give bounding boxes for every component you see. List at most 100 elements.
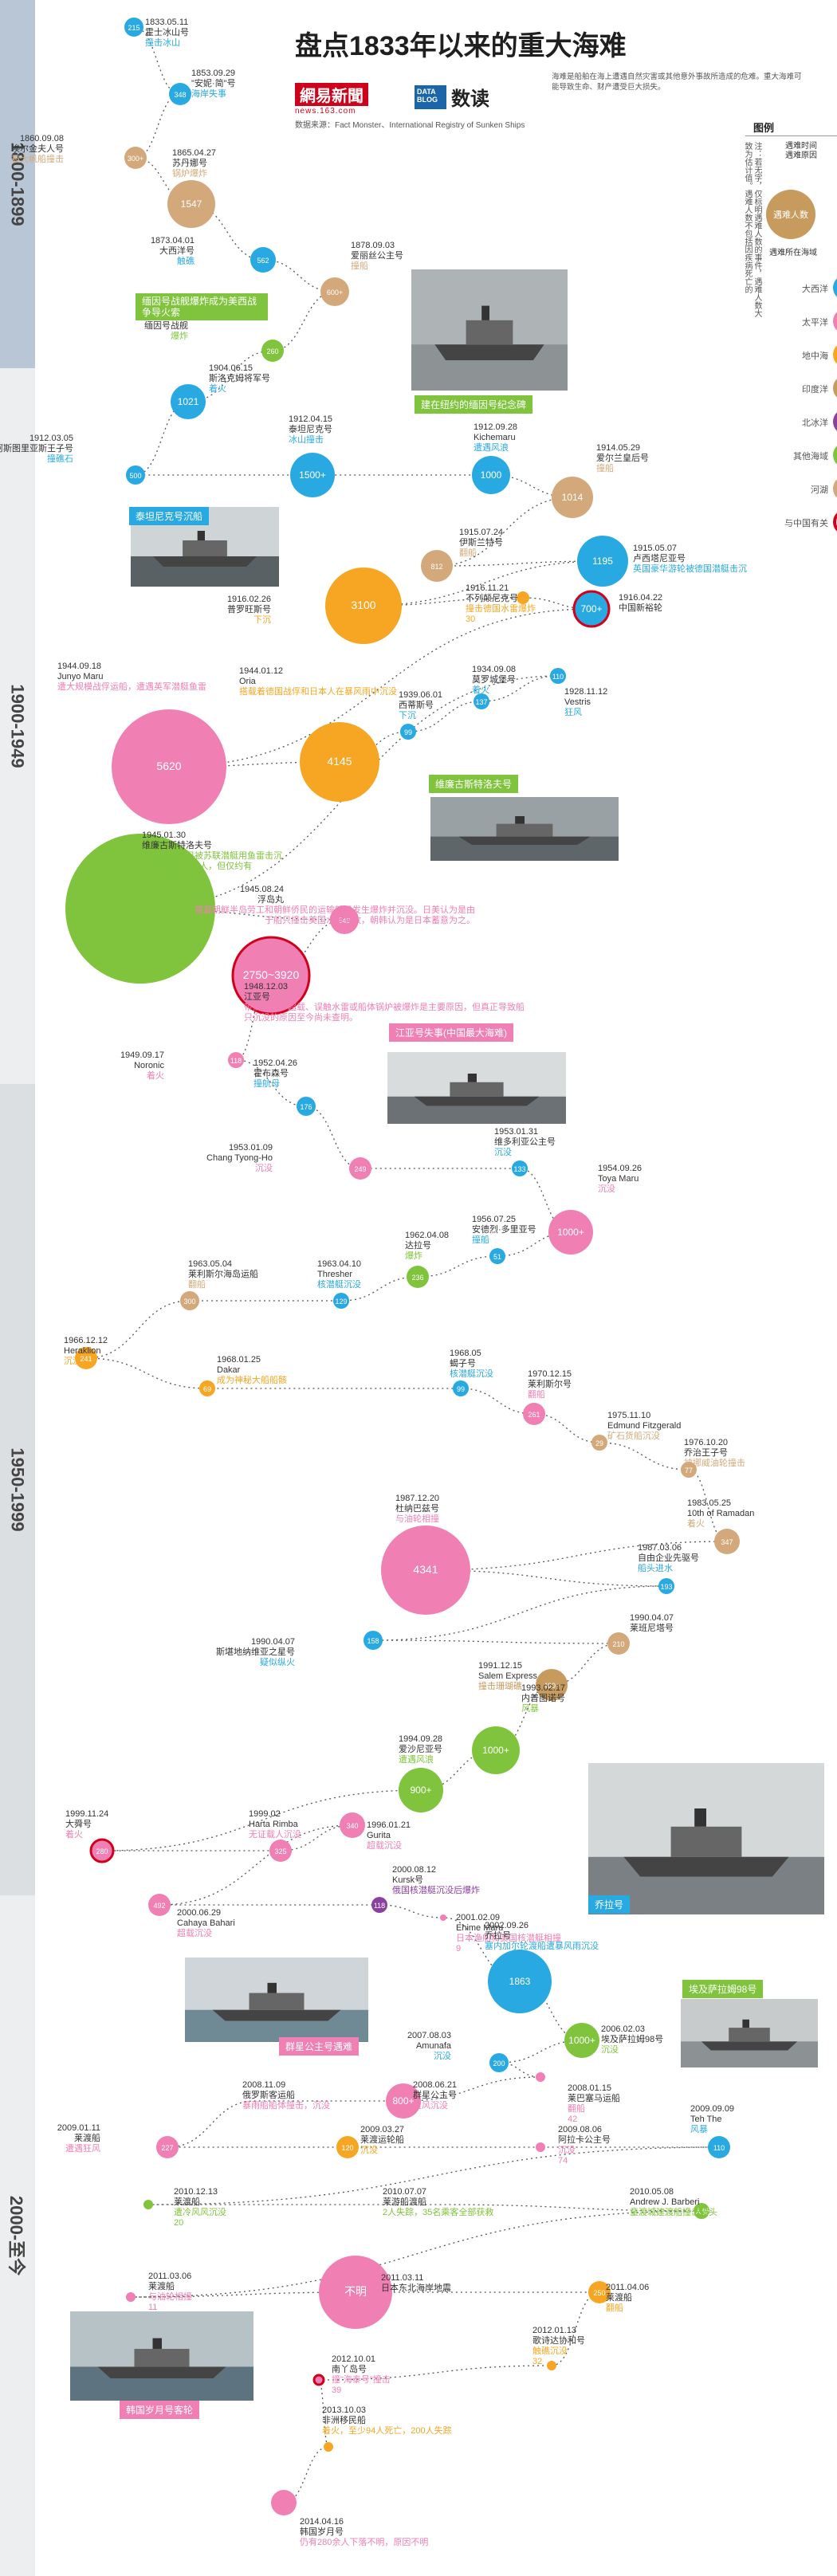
event-circle[interactable] xyxy=(453,1380,469,1396)
event-circle[interactable] xyxy=(536,2072,545,2082)
event-circle[interactable] xyxy=(489,2053,509,2072)
event-circle[interactable] xyxy=(167,180,215,228)
event-circle[interactable] xyxy=(180,1291,199,1310)
event-deaths: 261 xyxy=(528,1411,540,1419)
event-cause: 爆炸 xyxy=(171,332,188,341)
event-circle[interactable] xyxy=(324,2442,333,2452)
event-circle[interactable] xyxy=(330,905,359,934)
event-circle[interactable] xyxy=(169,83,191,105)
event-circle[interactable] xyxy=(340,1812,365,1838)
event-circle[interactable] xyxy=(271,2490,297,2515)
event-ship: 非洲移民船 xyxy=(322,2416,366,2425)
event-circle[interactable] xyxy=(156,2136,179,2158)
event-cause: 被挪威油轮撞击 xyxy=(684,1459,745,1468)
event-circle[interactable] xyxy=(297,1097,316,1116)
event-circle[interactable] xyxy=(126,2292,136,2302)
event-circle[interactable] xyxy=(349,1157,371,1180)
event-circle[interactable] xyxy=(124,18,143,37)
event-circle[interactable] xyxy=(371,1897,387,1913)
event-circle[interactable] xyxy=(112,709,226,824)
event-circle[interactable] xyxy=(536,1669,568,1701)
photo-titanic[interactable] xyxy=(131,507,279,587)
event-circle[interactable] xyxy=(552,477,593,518)
event-circle[interactable] xyxy=(548,1210,593,1255)
event-circle[interactable] xyxy=(171,384,206,419)
event-circle[interactable] xyxy=(474,693,489,709)
event-circle[interactable] xyxy=(472,456,510,494)
event-circle[interactable] xyxy=(199,1380,215,1396)
event-cause: 翻船 xyxy=(528,1390,545,1400)
event-circle[interactable] xyxy=(681,1462,697,1478)
netease-logo[interactable]: 網易新聞 news.163.com xyxy=(295,83,368,116)
photo-gustloff[interactable] xyxy=(430,797,619,861)
event-circle[interactable] xyxy=(547,2361,556,2370)
event-circle[interactable] xyxy=(124,147,147,169)
photo-image xyxy=(588,1763,824,1914)
event-circle[interactable] xyxy=(319,2256,392,2329)
photo-jiangya[interactable] xyxy=(387,1052,566,1124)
event-ship: 缅因号战舰 xyxy=(144,321,188,331)
event-circle[interactable] xyxy=(325,567,402,644)
event-circle[interactable] xyxy=(231,936,311,1015)
photo-princess_star[interactable] xyxy=(185,1958,368,2042)
event-circle[interactable] xyxy=(363,1631,383,1650)
event-circle[interactable] xyxy=(714,1529,740,1554)
event-circle[interactable] xyxy=(300,722,379,802)
event-date: 2009.01.11 xyxy=(57,2123,100,2133)
event-circle[interactable] xyxy=(336,2136,359,2158)
event-circle[interactable] xyxy=(75,1347,97,1369)
event-label: 1853.09.29"安妮·简"号海岸失事 xyxy=(191,69,235,100)
event-deaths-text: 39 xyxy=(332,2386,342,2395)
event-circle[interactable] xyxy=(517,591,529,604)
event-circle[interactable] xyxy=(143,2200,153,2209)
event-circle[interactable] xyxy=(407,1266,429,1288)
photo-joola[interactable] xyxy=(588,1763,824,1914)
event-circle[interactable] xyxy=(658,1578,674,1594)
event-circle[interactable] xyxy=(269,1840,292,1862)
photo-salam[interactable] xyxy=(681,1999,818,2067)
event-deaths: 300+ xyxy=(128,155,143,163)
event-circle[interactable] xyxy=(290,453,335,497)
event-circle[interactable] xyxy=(523,1403,545,1425)
photo-caption-joola: 乔拉号 xyxy=(588,1895,631,1914)
event-circle[interactable] xyxy=(489,1248,505,1264)
event-circle[interactable] xyxy=(421,550,453,582)
event-circle[interactable] xyxy=(320,277,349,306)
event-circle[interactable] xyxy=(400,724,416,740)
event-date: 1962.04.08 xyxy=(405,1231,450,1240)
photo-maine_memorial[interactable] xyxy=(411,269,568,391)
event-circle[interactable] xyxy=(261,340,284,362)
event-ship: 阿拉卡公主号 xyxy=(558,2135,611,2145)
event-circle[interactable] xyxy=(536,2142,545,2152)
event-circle[interactable] xyxy=(440,1914,446,1921)
event-circle[interactable] xyxy=(250,247,276,273)
event-circle[interactable] xyxy=(386,2083,421,2119)
event-date: 1945.01.30 xyxy=(142,831,187,840)
event-circle[interactable] xyxy=(512,1160,528,1176)
event-circle[interactable] xyxy=(399,1768,443,1812)
event-circle[interactable] xyxy=(381,1526,470,1615)
event-circle[interactable] xyxy=(472,1726,520,1774)
event-circle[interactable] xyxy=(333,1293,349,1309)
event-circle[interactable] xyxy=(228,1052,244,1068)
event-circle[interactable] xyxy=(89,1838,115,1863)
event-circle[interactable] xyxy=(607,1632,630,1655)
event-circle[interactable] xyxy=(488,1950,552,2013)
event-circle[interactable] xyxy=(550,668,566,684)
event-circle[interactable] xyxy=(708,2136,730,2158)
event-circle[interactable] xyxy=(126,465,145,485)
datablog-logo[interactable]: DATA BLOG 数读 xyxy=(415,83,489,111)
event-circle[interactable] xyxy=(148,1894,171,1916)
event-circle[interactable] xyxy=(591,1435,607,1451)
event-circle[interactable] xyxy=(65,834,215,984)
event-circle[interactable] xyxy=(572,590,611,628)
event-circle[interactable] xyxy=(564,2023,599,2058)
event-circle[interactable] xyxy=(577,536,628,587)
event-circle[interactable] xyxy=(588,2281,611,2303)
event-circle[interactable] xyxy=(694,2203,709,2219)
event-cause: 带病航行、超载、误触水雷或船体锅炉被爆炸是主要原因，但真正导致船只沉没的原因至今… xyxy=(244,1003,525,1023)
photo-sewol[interactable] xyxy=(70,2311,253,2401)
event-circle[interactable] xyxy=(312,2374,325,2386)
